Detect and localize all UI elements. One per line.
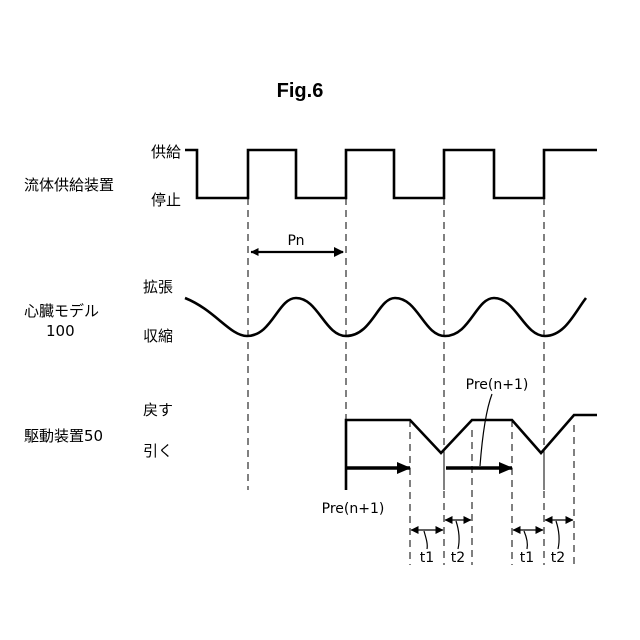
t1-label-b: t1 xyxy=(520,550,534,566)
t2-label-b: t2 xyxy=(551,550,565,566)
heart-low-label: 収縮 xyxy=(143,327,173,345)
supply-high-label: 供給 xyxy=(151,143,181,161)
heart-high-label: 拡張 xyxy=(143,278,173,296)
drive-device-label: 駆動装置50 xyxy=(24,427,103,445)
drive-low-label: 引く xyxy=(143,442,173,460)
heart-model-label-line2: 100 xyxy=(46,322,75,340)
pre-label-upper: Pre(n+1) xyxy=(466,377,529,393)
heart-model-label-line1: 心臓モデル xyxy=(24,302,99,320)
figure-title: Fig.6 xyxy=(277,80,324,102)
supply-square-wave xyxy=(185,150,597,198)
supply-device-label: 流体供給装置 xyxy=(24,176,114,194)
t1-label-a: t1 xyxy=(420,550,434,566)
period-label: Pn xyxy=(287,233,304,249)
pre-label-lower: Pre(n+1) xyxy=(322,501,385,517)
t2-label-a: t2 xyxy=(451,550,465,566)
heart-sine-wave xyxy=(185,298,586,336)
drive-high-label: 戻す xyxy=(143,401,173,419)
supply-low-label: 停止 xyxy=(151,191,181,209)
interval-arrows xyxy=(411,520,573,549)
pre-upper-leader xyxy=(480,394,492,466)
